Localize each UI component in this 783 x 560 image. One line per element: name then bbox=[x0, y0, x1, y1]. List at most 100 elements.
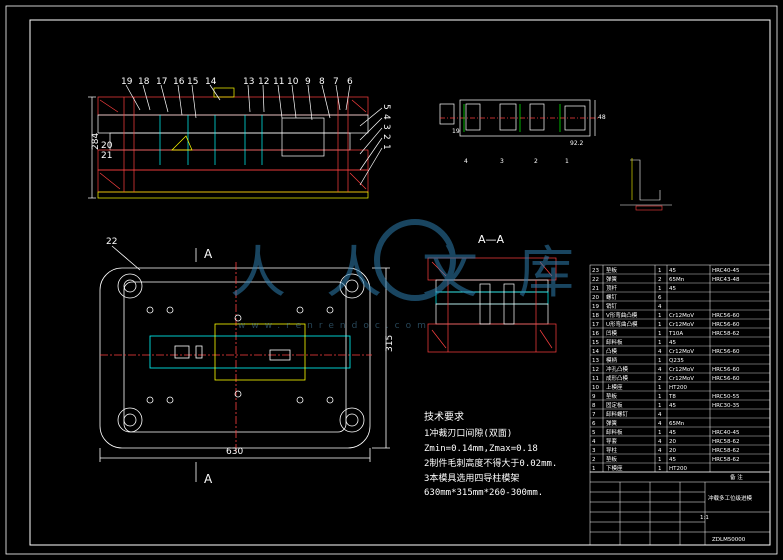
bom-cell-qty: 4 bbox=[658, 412, 662, 418]
watermark: 人人文库 www.renrendoc.com bbox=[230, 219, 614, 331]
bom-cell-mat: 45 bbox=[669, 340, 676, 346]
bom-cell-mat: Cr12MoV bbox=[669, 376, 694, 382]
bom-cell-mat: 65Mn bbox=[669, 277, 685, 283]
bom-remark-header: 备 注 bbox=[730, 473, 743, 481]
part-no-5: 5 bbox=[381, 104, 391, 110]
plan-view-labels: 22 A A 630 315 bbox=[106, 237, 395, 486]
bom-cell-qty: 1 bbox=[658, 322, 662, 328]
bom-cell-qty: 1 bbox=[658, 313, 662, 319]
bom-cell-name: 销钉 bbox=[606, 302, 618, 310]
bom-cell-note: HRC56-60 bbox=[712, 367, 740, 373]
title-block-labels: 备 注 冲载多工位级进模 1:1 ZDLM50000 bbox=[700, 473, 753, 543]
part-no-8: 8 bbox=[319, 77, 325, 87]
bom-cell-name: 导柱 bbox=[606, 446, 618, 454]
bom-cell-note: HRC58-62 bbox=[712, 457, 740, 463]
watermark-url: www.renrendoc.com bbox=[238, 321, 432, 331]
part-no-19: 19 bbox=[121, 77, 133, 87]
bom-cell-no: 17 bbox=[592, 322, 599, 328]
strip-step-4: 4 bbox=[464, 158, 468, 165]
bom-cell-qty: 4 bbox=[658, 304, 662, 310]
bom-cell-no: 10 bbox=[592, 385, 599, 391]
bom-cell-mat: 45 bbox=[669, 457, 676, 463]
bom-cell-note: HRC30-35 bbox=[712, 403, 740, 409]
bom-cell-no: 23 bbox=[592, 268, 599, 274]
bom-cell-qty: 4 bbox=[658, 367, 662, 373]
part-no-4: 4 bbox=[381, 114, 391, 120]
bom-cell-mat: Cr12MoV bbox=[669, 322, 694, 328]
bom-cell-no: 4 bbox=[592, 439, 596, 445]
bom-cell-no: 19 bbox=[592, 304, 599, 310]
strip-right: 48 bbox=[598, 114, 606, 121]
bom-cell-name: 卸料板 bbox=[606, 428, 623, 436]
bom-cell-mat: T8 bbox=[668, 394, 676, 400]
bom-cell-no: 16 bbox=[592, 331, 599, 337]
bom-cell-name: 导套 bbox=[606, 437, 618, 445]
tech-req-line-4: 3本模具选用四导柱模架 bbox=[424, 472, 519, 484]
part-no-7: 7 bbox=[333, 77, 339, 87]
bom-cell-no: 15 bbox=[592, 340, 599, 346]
front-view-labels: 19 18 17 16 15 14 13 12 11 10 9 8 7 6 5 … bbox=[91, 77, 391, 161]
bom-cell-name: 顶杆 bbox=[606, 284, 618, 292]
bom-cell-qty: 1 bbox=[658, 385, 662, 391]
tech-req-line-3: 2制件毛刺高度不得大于0.02mm. bbox=[424, 457, 557, 469]
part-no-17: 17 bbox=[156, 77, 167, 87]
bom-cell-no: 13 bbox=[592, 358, 599, 364]
part-no-2: 2 bbox=[381, 134, 391, 140]
bom-cell-note: HRC56-60 bbox=[712, 376, 740, 382]
bom-cell-mat: 20 bbox=[669, 439, 676, 445]
bom-cell-no: 18 bbox=[592, 313, 599, 319]
bom-cell-name: 上模座 bbox=[606, 383, 623, 391]
bom-cell-mat: HT200 bbox=[669, 385, 687, 391]
bom-cell-name: 固定板 bbox=[606, 401, 623, 409]
bom-cell-qty: 1 bbox=[658, 430, 662, 436]
bom-cell-note: HRC40-45 bbox=[712, 268, 740, 274]
part-no-12: 12 bbox=[258, 77, 269, 87]
part-no-3: 3 bbox=[381, 124, 391, 130]
plan-height-dimension: 315 bbox=[385, 335, 395, 352]
strip-layout-labels: 92.2 19 48 4 3 2 1 bbox=[452, 114, 606, 165]
section-mark-top: A bbox=[204, 247, 213, 261]
bom-cell-no: 6 bbox=[592, 421, 596, 427]
bom-cell-qty: 4 bbox=[658, 349, 662, 355]
tech-req-line-5: 630mm*315mm*260-300mm. bbox=[424, 488, 543, 498]
bom-cell-name: 卸料螺钉 bbox=[606, 410, 629, 418]
bom-cell-no: 14 bbox=[592, 349, 599, 355]
drawing-scale: 1:1 bbox=[700, 515, 709, 521]
bom-cell-mat: 45 bbox=[669, 286, 676, 292]
bom-cell-no: 21 bbox=[592, 286, 599, 292]
bom-cell-name: 下模座 bbox=[606, 464, 623, 472]
strip-step-1: 1 bbox=[565, 158, 569, 165]
bom-cell-no: 20 bbox=[592, 295, 599, 301]
bom-cell-no: 9 bbox=[592, 394, 596, 400]
bom-cell-note: HRC40-45 bbox=[712, 430, 740, 436]
bom-cell-note: HRC58-62 bbox=[712, 439, 740, 445]
bom-cell-no: 5 bbox=[592, 430, 596, 436]
tech-req-title: 技术要求 bbox=[424, 410, 464, 423]
bom-cell-name: V形弯曲凸模 bbox=[606, 311, 638, 319]
bom-cell-no: 11 bbox=[592, 376, 599, 382]
bom-cell-no: 8 bbox=[592, 403, 596, 409]
part-no-18: 18 bbox=[138, 77, 150, 87]
bom-cell-qty: 4 bbox=[658, 439, 662, 445]
bom-cell-no: 12 bbox=[592, 367, 599, 373]
bom-cell-name: 垫板 bbox=[606, 266, 618, 274]
title-block bbox=[589, 471, 771, 546]
bom-cell-qty: 1 bbox=[658, 286, 662, 292]
bom-cell-no: 3 bbox=[592, 448, 596, 454]
watermark-logo-icon bbox=[374, 219, 456, 301]
watermark-cn: 人人文库 bbox=[230, 241, 614, 306]
bom-cell-name: 卸料板 bbox=[606, 338, 623, 346]
plan-view bbox=[99, 245, 390, 482]
tech-req-line-2: Zmin=0.14mm,Zmax=0.18 bbox=[424, 444, 538, 454]
part-no-22: 22 bbox=[106, 237, 117, 247]
bom-cell-mat: Cr12MoV bbox=[669, 313, 694, 319]
front-view bbox=[88, 84, 383, 199]
tech-req-line-1: 1冲裁刃口间隙(双面) bbox=[424, 427, 512, 439]
bom-cell-qty: 1 bbox=[658, 340, 662, 346]
bom-cell-name: 垫板 bbox=[606, 392, 618, 400]
bom-cell-note: HRC58-62 bbox=[712, 331, 740, 337]
height-dimension: 284 bbox=[91, 133, 101, 150]
outer-frame bbox=[5, 5, 778, 555]
bom-cell-mat: 45 bbox=[669, 268, 676, 274]
